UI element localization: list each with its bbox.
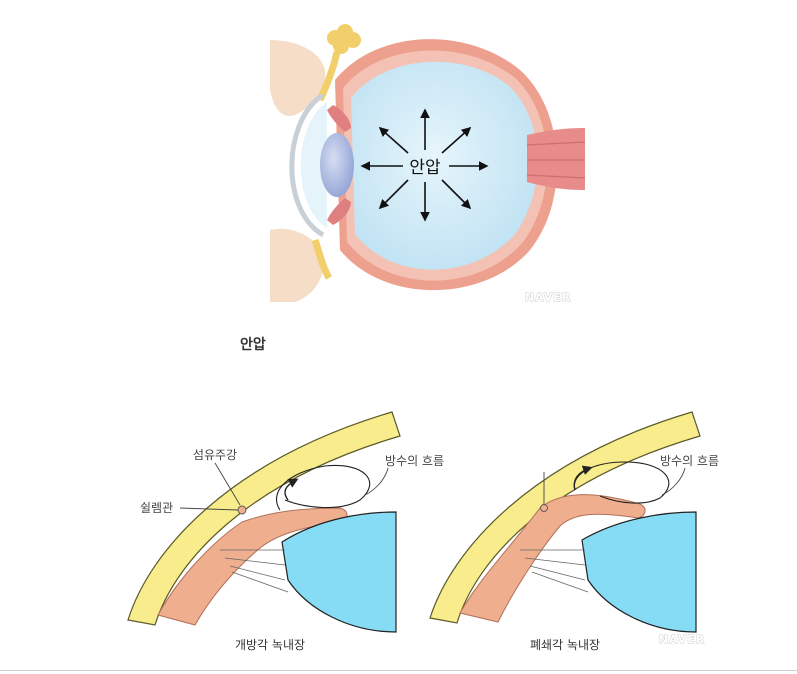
open-flow-label: 방수의 흐름 bbox=[385, 454, 444, 468]
schlemm-canal-label: 쉴렘관 bbox=[140, 501, 173, 515]
iop-center-label: 안압 bbox=[409, 158, 441, 178]
open-lens bbox=[281, 511, 397, 633]
closed-schlemm-canal bbox=[540, 504, 548, 512]
open-schlemm-canal bbox=[237, 505, 247, 515]
bottom-divider bbox=[0, 670, 797, 671]
optic-nerve bbox=[527, 128, 585, 190]
closed-flow-label: 방수의 흐름 bbox=[660, 454, 719, 468]
open-flow-loop bbox=[275, 464, 371, 511]
glaucoma-angle-illustration: 섬유주강 쉴렘관 방수의 흐름 개방각 녹내장 방수의 흐름 폐쇄각 녹내장 N… bbox=[127, 411, 719, 652]
pressure-arrow-down-right bbox=[441, 179, 472, 210]
vitreous-body bbox=[351, 61, 538, 270]
open-cornea-band bbox=[127, 411, 401, 626]
closed-angle-diagram: 방수의 흐름 폐쇄각 녹내장 NAVER bbox=[429, 411, 719, 652]
closed-lens bbox=[581, 511, 697, 633]
lower-eyelid bbox=[270, 228, 324, 302]
pressure-arrows bbox=[360, 108, 489, 222]
lacrimal-gland bbox=[311, 24, 361, 280]
pressure-arrow-down-left bbox=[378, 179, 409, 210]
cornea bbox=[289, 92, 325, 238]
trabecular-meshwork-label: 섬유주강 bbox=[193, 448, 237, 462]
closed-flow-arrow bbox=[573, 465, 593, 491]
open-iris-ciliary bbox=[157, 507, 348, 626]
iris-lower bbox=[327, 198, 351, 225]
eye-cross-section-illustration: 안압 NAVER bbox=[270, 24, 586, 304]
closed-iris-ciliary bbox=[459, 494, 646, 623]
glaucoma-angle-figure: 섬유주강 쉴렘관 방수의 흐름 개방각 녹내장 방수의 흐름 폐쇄각 녹내장 N… bbox=[120, 400, 730, 670]
open-angle-diagram: 섬유주강 쉴렘관 방수의 흐름 개방각 녹내장 bbox=[127, 411, 444, 652]
closed-cornea-band bbox=[429, 411, 701, 624]
pressure-arrow-up-right bbox=[441, 126, 472, 154]
upper-eyelid bbox=[270, 40, 326, 116]
naver-watermark-bottom: NAVER bbox=[659, 633, 705, 646]
closed-angle-caption: 폐쇄각 녹내장 bbox=[530, 638, 600, 652]
naver-watermark-top: NAVER bbox=[525, 291, 571, 304]
iris-upper bbox=[327, 105, 351, 132]
crystalline-lens bbox=[320, 133, 354, 197]
open-flow-arrow bbox=[284, 478, 299, 501]
figure-caption: 안압 bbox=[240, 337, 266, 353]
pressure-arrow-up-left bbox=[378, 126, 409, 154]
open-angle-caption: 개방각 녹내장 bbox=[235, 638, 305, 652]
anterior-chamber bbox=[300, 102, 327, 228]
eye-cross-section-figure: 안압 NAVER bbox=[265, 10, 586, 310]
